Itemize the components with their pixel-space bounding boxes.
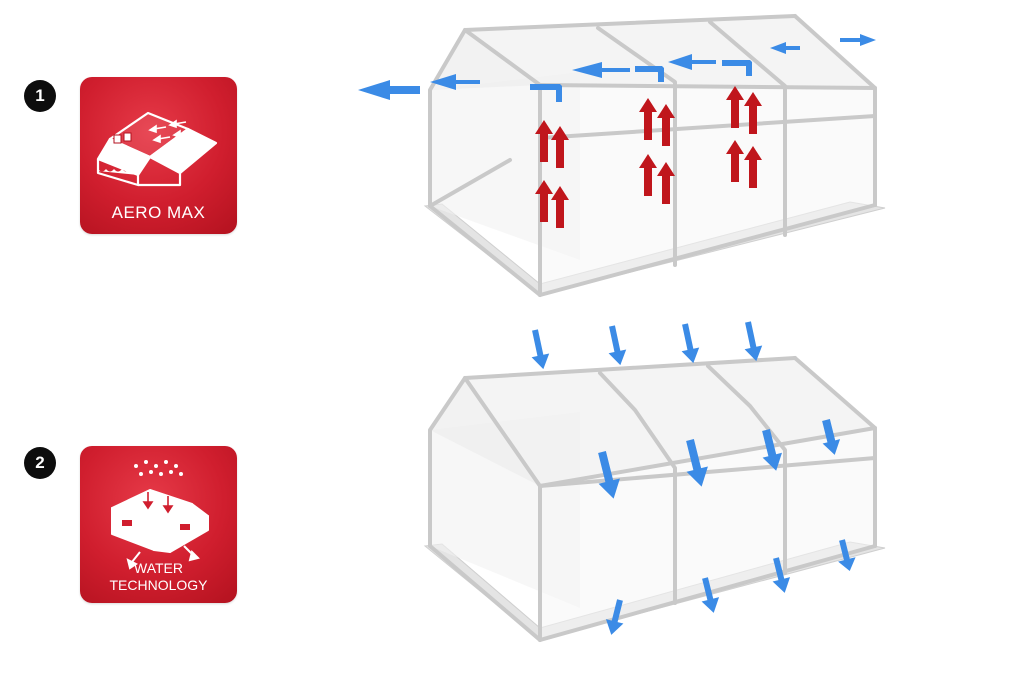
aero-max-tent-illustration [358, 14, 886, 297]
roof-airflow-icon [96, 111, 218, 187]
water-technology-badge: WATER TECHNOLOGY [80, 446, 237, 603]
water-technology-label-line1: WATER [134, 560, 183, 576]
rain-tent-icon [111, 460, 209, 570]
step-number-2: 2 [24, 447, 56, 479]
water-technology-tent-illustration [423, 321, 886, 642]
warm-air-arrows [535, 86, 762, 228]
air-outflow-arrows [358, 34, 876, 102]
aero-max-badge: AERO MAX [80, 77, 237, 234]
water-technology-label-line2: TECHNOLOGY [109, 577, 208, 593]
step-number-1: 1 [24, 80, 56, 112]
aero-max-label: AERO MAX [111, 203, 206, 222]
water-runoff-arrows [531, 321, 856, 635]
